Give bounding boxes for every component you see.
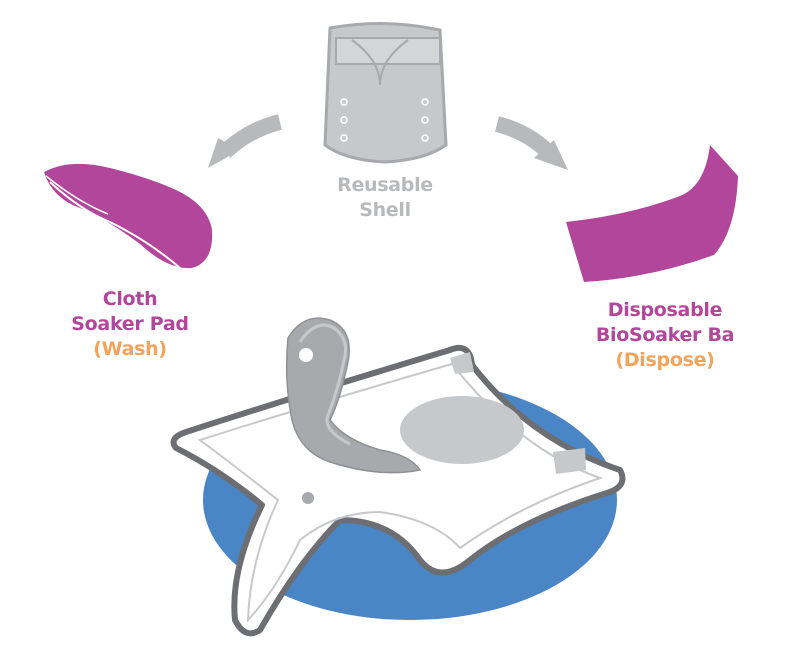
arrow-left-icon — [208, 114, 283, 168]
diaper-shell-icon — [323, 21, 448, 164]
arrow-right-icon — [494, 116, 568, 170]
cloth-soaker-pad-icon — [44, 163, 213, 269]
disposable-label-line1: Disposable — [607, 299, 723, 321]
disposable-label-line2: BioSoaker Ba — [595, 324, 735, 346]
dispose-label: (Dispose) — [615, 349, 715, 371]
cloth-label-line1: Cloth — [102, 288, 158, 310]
wash-label: (Wash) — [93, 338, 167, 360]
open-diaper-icon — [170, 317, 626, 637]
reusable-shell-label-line2: Shell — [359, 199, 411, 221]
cloth-soaker-pad-label: Cloth Soaker Pad (Wash) — [55, 287, 205, 362]
disposable-biosoaker-label: Disposable BioSoaker Ba (Dispose) — [580, 298, 750, 373]
reusable-shell-label-line1: Reusable — [337, 174, 433, 196]
cloth-label-line2: Soaker Pad — [71, 313, 189, 335]
biosoaker-insert-icon — [566, 145, 738, 282]
reusable-shell-label: Reusable Shell — [320, 173, 450, 223]
